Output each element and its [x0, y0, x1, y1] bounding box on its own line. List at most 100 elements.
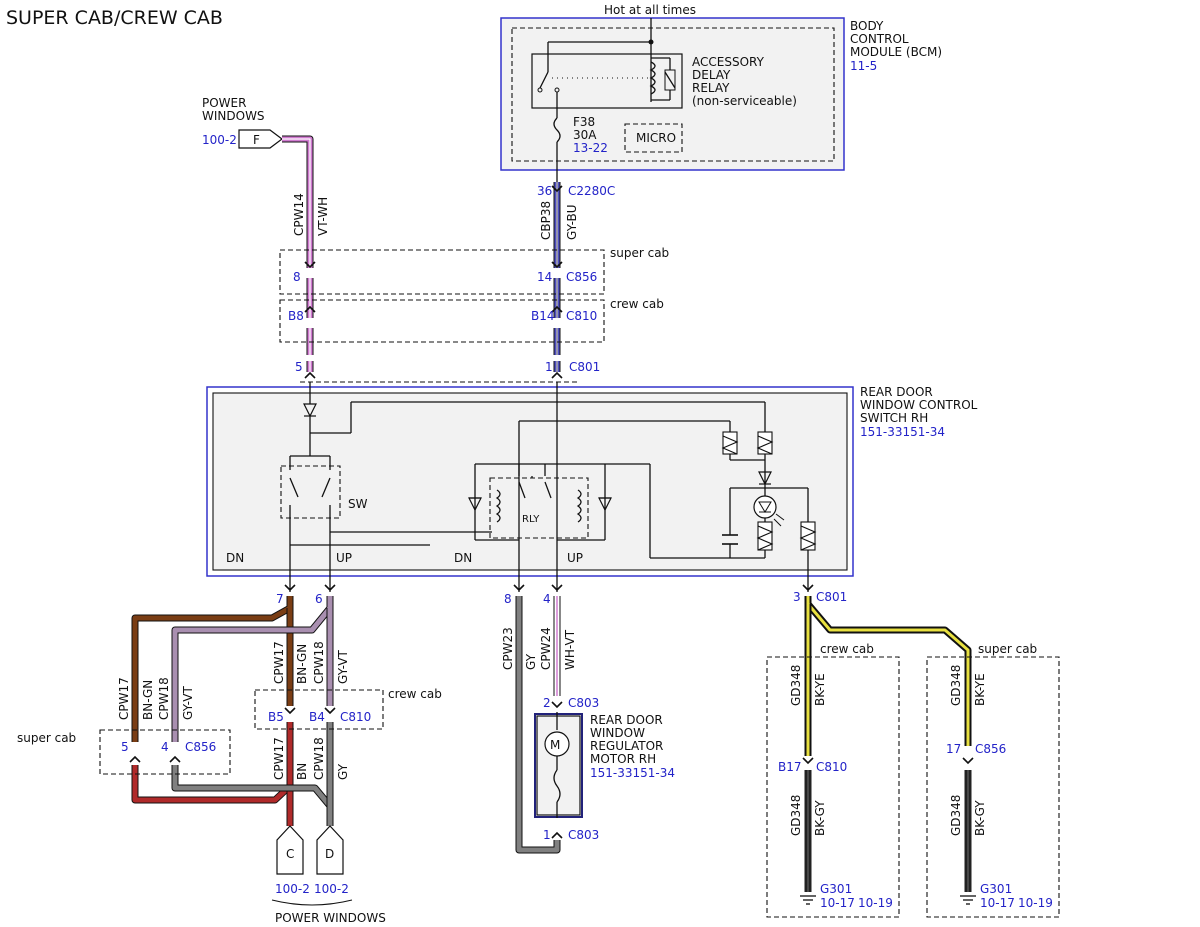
- color-cpw14: VT-WH: [316, 197, 330, 236]
- dn-label-right: DN: [454, 551, 472, 565]
- pin-c2280c: 36: [537, 184, 552, 198]
- pin-c810-b14: B14: [531, 309, 555, 323]
- super-cab-label-left: super cab: [17, 731, 76, 745]
- color-gd348-b: BK-GY: [813, 800, 827, 836]
- page-title: SUPER CAB/CREW CAB: [6, 7, 223, 29]
- crew-cab-label-left: crew cab: [388, 687, 442, 701]
- pin-c810-b17: B17: [778, 760, 802, 774]
- connector-c803-top: C803: [568, 696, 599, 710]
- power-windows-label: POWER: [202, 96, 246, 110]
- connector-d-ref: 100-2: [314, 882, 349, 896]
- pin-c801-5: 5: [295, 360, 303, 374]
- motor-ref: 151-33151-34: [590, 766, 675, 780]
- connector-f: [238, 129, 283, 149]
- micro-box: [624, 123, 683, 153]
- color-cpw23: GY: [524, 653, 538, 670]
- wire-cpw14: [282, 135, 314, 372]
- relay-label: RELAY: [692, 81, 730, 95]
- wire-gd348-a: [804, 596, 972, 746]
- color-cpw24: WH-VT: [563, 629, 577, 670]
- crew-cab-box-left: [254, 689, 384, 730]
- relay-label: DELAY: [692, 68, 731, 82]
- ground-icon: [800, 895, 816, 905]
- ground-ref-b1: 10-17: [980, 896, 1015, 910]
- color-cpw17-low: BN: [295, 763, 309, 780]
- sw-label: SW: [348, 497, 368, 511]
- pin-c856-4: 4: [161, 740, 169, 754]
- relay-box: [531, 53, 683, 109]
- motor-name: WINDOW: [590, 726, 645, 740]
- ground-g301-a: G301: [820, 882, 852, 896]
- super-cab-box: [279, 249, 605, 295]
- rear-door-window-switch: REAR DOOR WINDOW CONTROL SWITCH RH 151-3…: [206, 382, 978, 592]
- power-windows-ref: 100-2: [202, 133, 237, 147]
- switch-ref: 151-33151-34: [860, 425, 945, 439]
- connector-c856-ground: C856: [975, 742, 1006, 756]
- pin-3: 3: [793, 590, 801, 604]
- connector-c-label: C: [286, 847, 294, 861]
- pin-c856-5: 5: [121, 740, 129, 754]
- window-motor: 2 C803 M REAR DOOR WINDOW REGULATOR MOTO…: [534, 696, 675, 842]
- color-cbp38: GY-BU: [565, 204, 579, 240]
- hot-at-all-times-label: Hot at all times: [604, 3, 696, 17]
- fuse-id: F38: [573, 115, 595, 129]
- circuit-gd348-d: GD348: [949, 795, 963, 836]
- ground-ref-b2: 10-19: [1018, 896, 1053, 910]
- crew-cab-label-ground: crew cab: [820, 642, 874, 656]
- circuit-cbp38: CBP38: [539, 201, 553, 240]
- pin-c810-b8: B8: [288, 309, 304, 323]
- sw-box: [280, 465, 341, 519]
- circuit-cpw17-left: CPW17: [117, 677, 131, 720]
- connector-c: [276, 825, 304, 875]
- motor-name: MOTOR RH: [590, 752, 656, 766]
- color-cpw18-low: GY: [336, 763, 350, 780]
- switch-name: REAR DOOR: [860, 385, 933, 399]
- pin-c803-1: 1: [543, 828, 551, 842]
- super-cab-box-left: [99, 729, 231, 775]
- pin-c856-17: 17: [946, 742, 961, 756]
- power-windows-label: WINDOWS: [202, 109, 265, 123]
- connector-d-label: D: [325, 847, 334, 861]
- pin-c803-2: 2: [543, 696, 551, 710]
- ground-ref-a2: 10-19: [858, 896, 893, 910]
- fuse-ref: 13-22: [573, 141, 608, 155]
- dn-label-left: DN: [226, 551, 244, 565]
- ground-g301-b: G301: [980, 882, 1012, 896]
- switch-name: WINDOW CONTROL: [860, 398, 978, 412]
- color-cpw18-left: GY-VT: [181, 686, 195, 720]
- connector-d: [316, 825, 344, 875]
- circuit-gd348-c: GD348: [949, 665, 963, 706]
- connector-c856-left: C856: [185, 740, 216, 754]
- bcm-name: CONTROL: [850, 32, 909, 46]
- ground-icon: [960, 895, 976, 905]
- up-label-left: UP: [336, 551, 352, 565]
- connector-c801: C801: [569, 360, 600, 374]
- circuit-cpw17-low: CPW17: [272, 737, 286, 780]
- fuse-rating: 30A: [573, 128, 597, 142]
- micro-label: MICRO: [636, 131, 676, 145]
- circuit-cpw18-low: CPW18: [312, 737, 326, 780]
- color-cpw18-mid: GY-VT: [336, 650, 350, 684]
- circuit-gd348-a: GD348: [789, 665, 803, 706]
- bcm-name: MODULE (BCM): [850, 45, 942, 59]
- connector-c-ref: 100-2: [275, 882, 310, 896]
- circuit-cpw17-mid: CPW17: [272, 641, 286, 684]
- color-cpw17-left: BN-GN: [141, 680, 155, 720]
- circuit-gd348-b: GD348: [789, 795, 803, 836]
- relay-label: (non-serviceable): [692, 94, 797, 108]
- connector-chevrons-top: [304, 185, 563, 379]
- super-cab-label: super cab: [610, 246, 669, 260]
- pin-c801-1: 1: [545, 360, 553, 374]
- pin-8: 8: [504, 592, 512, 606]
- relay-label: ACCESSORY: [692, 55, 765, 69]
- bcm-ref: 11-5: [850, 59, 877, 73]
- pin-4: 4: [543, 592, 551, 606]
- color-gd348-d: BK-GY: [973, 800, 987, 836]
- pin-c810-b5: B5: [268, 710, 284, 724]
- rly-box: [489, 477, 589, 539]
- pin-c856-8: 8: [293, 270, 301, 284]
- wire-cpw17-bn: [131, 765, 294, 826]
- pin-c810-b4: B4: [309, 710, 325, 724]
- super-cab-label-ground: super cab: [978, 642, 1037, 656]
